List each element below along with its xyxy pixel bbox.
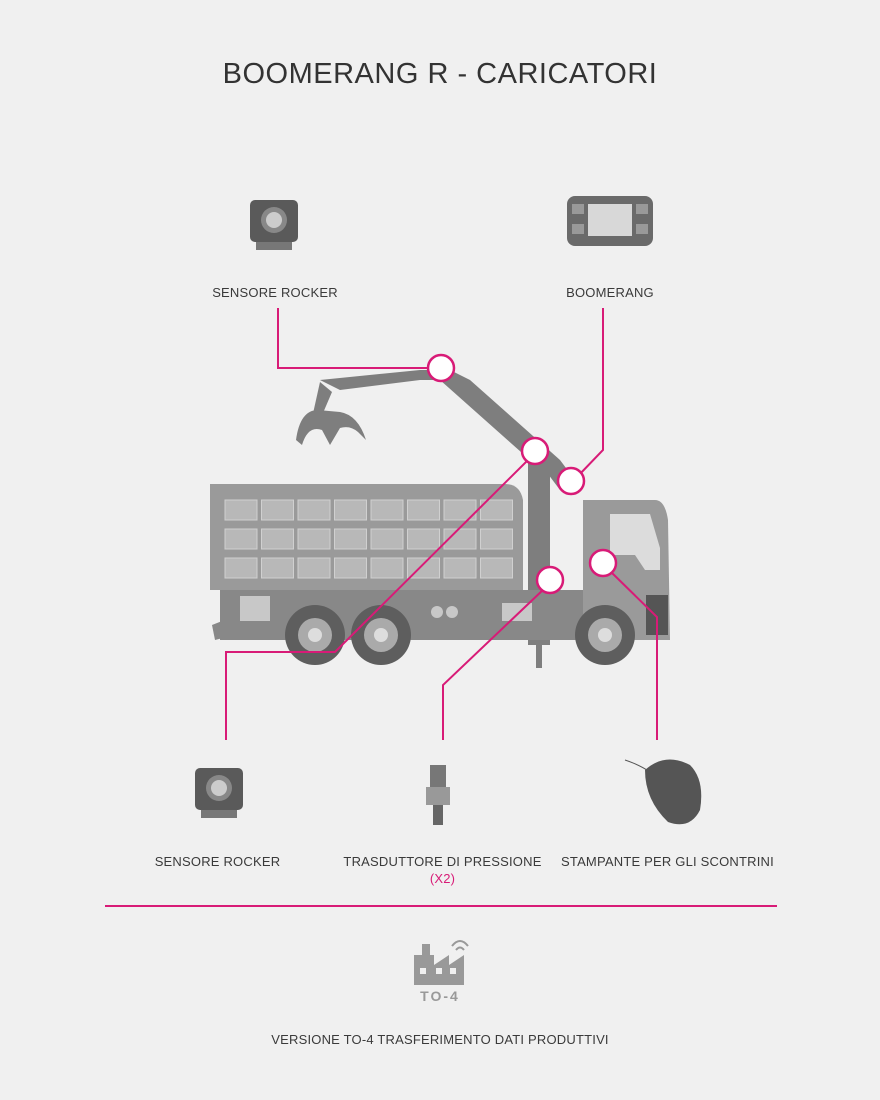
cargo-panel — [261, 499, 294, 521]
cargo-panel — [370, 528, 404, 550]
cargo-panel — [334, 528, 367, 550]
pressure-transducer-image — [426, 765, 450, 825]
point-boom-tip — [426, 353, 456, 383]
page-title: BOOMERANG R - CARICATORI — [222, 58, 658, 90]
logo-text: TO-4 — [420, 988, 460, 1004]
truck-illustration — [210, 370, 670, 668]
point-printer — [588, 548, 618, 578]
cargo-panel — [480, 557, 513, 579]
cargo-panel — [407, 528, 440, 550]
cargo-panel — [443, 499, 477, 521]
cargo-panel — [370, 499, 404, 521]
cargo-panel — [334, 499, 367, 521]
boomerang-display-image — [567, 196, 653, 246]
factory-icon — [414, 940, 469, 985]
rocker-sensor-image-top — [250, 200, 298, 250]
connector-lines — [105, 308, 777, 907]
cargo-panel — [297, 557, 331, 579]
footer-label: VERSIONE TO-4 TRASFERIMENTO DATI PRODUTT… — [271, 1032, 609, 1047]
point-boomerang — [556, 466, 586, 496]
label-trasduttore-quantity: (X2) — [429, 871, 456, 886]
label-sensore-rocker-bottom: SENSORE ROCKER — [154, 854, 281, 869]
cargo-panel — [297, 528, 331, 550]
cargo-panel — [224, 499, 258, 521]
cargo-panel — [334, 557, 367, 579]
cargo-panel — [261, 528, 294, 550]
cargo-panel — [297, 499, 331, 521]
cargo-panel — [224, 528, 258, 550]
point-pressure — [535, 565, 565, 595]
point-boom-joint — [520, 436, 550, 466]
connection-points — [426, 353, 618, 595]
label-boomerang: BOOMERANG — [566, 285, 654, 300]
cargo-panel — [480, 528, 513, 550]
cargo-panel — [443, 557, 477, 579]
cargo-panel — [370, 557, 404, 579]
label-stampante: STAMPANTE PER GLI SCONTRINI — [561, 854, 774, 869]
cargo-panel — [480, 499, 513, 521]
cargo-panel — [224, 557, 258, 579]
cargo-panel — [261, 557, 294, 579]
label-sensore-rocker-top: SENSORE ROCKER — [212, 285, 338, 300]
rocker-sensor-image-bottom — [195, 768, 243, 818]
wheels — [285, 605, 635, 665]
cargo-panel — [407, 499, 440, 521]
receipt-printer-image — [624, 759, 702, 825]
label-trasduttore: TRASDUTTORE DI PRESSIONE — [343, 854, 542, 869]
